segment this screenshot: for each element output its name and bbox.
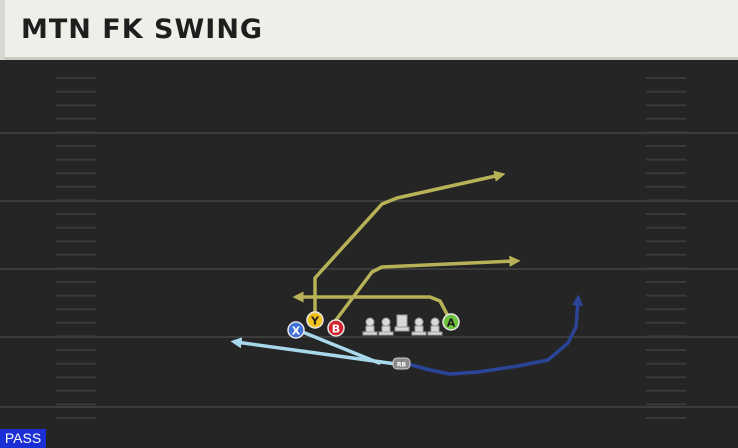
player-y-label: Y — [310, 315, 320, 328]
left-hash-marks — [56, 77, 96, 419]
player-a[interactable]: A — [442, 313, 460, 331]
right-hash-marks — [646, 77, 686, 419]
rb-route-swing-back — [230, 337, 398, 366]
player-b-label: B — [332, 323, 340, 336]
player-x[interactable]: X — [287, 321, 305, 339]
rb-route-wheel — [406, 294, 584, 376]
player-a-label: A — [447, 317, 456, 330]
header-edge — [0, 0, 5, 60]
b-route-dig — [334, 255, 521, 328]
y-route-post — [313, 170, 506, 320]
player-rb[interactable]: RB — [392, 357, 411, 370]
lineman-icon — [427, 317, 443, 336]
play-header: MTN FK SWING — [0, 0, 738, 60]
player-rb-label: RB — [397, 362, 407, 369]
lineman-icon — [411, 317, 427, 336]
offensive-line — [362, 314, 443, 336]
x-route-flat — [303, 331, 381, 365]
player-b[interactable]: B — [327, 319, 345, 337]
lineman-icon — [362, 317, 378, 336]
pass-badge: PASS — [0, 429, 46, 448]
football-field — [0, 60, 738, 448]
player-x-label: X — [292, 325, 301, 338]
player-y[interactable]: Y — [306, 311, 324, 329]
lineman-icon — [378, 317, 394, 336]
play-title: MTN FK SWING — [21, 14, 264, 45]
yard-lines — [0, 132, 738, 408]
center-icon — [394, 314, 410, 332]
a-route-drag — [292, 291, 451, 320]
